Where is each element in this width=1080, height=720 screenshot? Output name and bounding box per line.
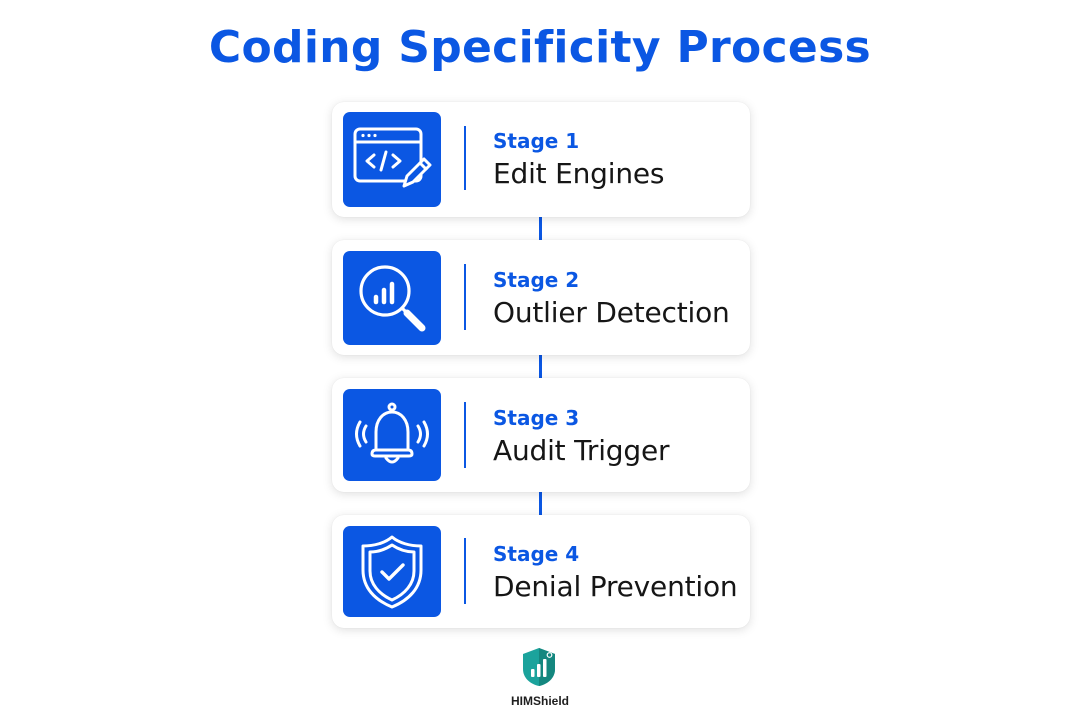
stage-1-divider xyxy=(464,126,466,190)
stage-4-divider xyxy=(464,538,466,604)
brand-name: HIMShield xyxy=(510,694,569,708)
stage-1-name: Edit Engines xyxy=(493,157,665,190)
stage-2-icon-box xyxy=(343,251,441,345)
shield-chart-logo xyxy=(523,648,555,686)
stage-card-1: Stage 1 Edit Engines xyxy=(332,102,750,217)
stage-1-label: Stage 1 xyxy=(493,129,580,153)
stage-1-icon-box xyxy=(343,112,441,207)
stage-3-icon-box xyxy=(343,389,441,481)
stage-3-divider xyxy=(464,402,466,468)
page-title: Coding Specificity Process xyxy=(208,22,872,73)
stage-3-name: Audit Trigger xyxy=(493,434,670,467)
ringing-bell-icon xyxy=(355,402,429,464)
stage-2-name: Outlier Detection xyxy=(493,296,730,329)
stage-card-3: Stage 3 Audit Trigger xyxy=(332,378,750,492)
stage-card-2: Stage 2 Outlier Detection xyxy=(332,240,750,355)
stage-4-label: Stage 4 xyxy=(493,542,580,566)
magnifier-bar-chart-icon xyxy=(359,265,426,332)
shield-check-icon xyxy=(361,535,423,608)
connector-2-3 xyxy=(539,355,542,378)
code-window-pencil-icon xyxy=(353,127,432,187)
stage-card-4: Stage 4 Denial Prevention xyxy=(332,515,750,628)
stage-2-label: Stage 2 xyxy=(493,268,580,292)
stage-4-icon-box xyxy=(343,526,441,617)
stage-2-divider xyxy=(464,264,466,330)
connector-3-4 xyxy=(539,492,542,515)
stage-3-label: Stage 3 xyxy=(493,406,580,430)
connector-1-2 xyxy=(539,217,542,240)
stage-4-name: Denial Prevention xyxy=(493,570,738,603)
